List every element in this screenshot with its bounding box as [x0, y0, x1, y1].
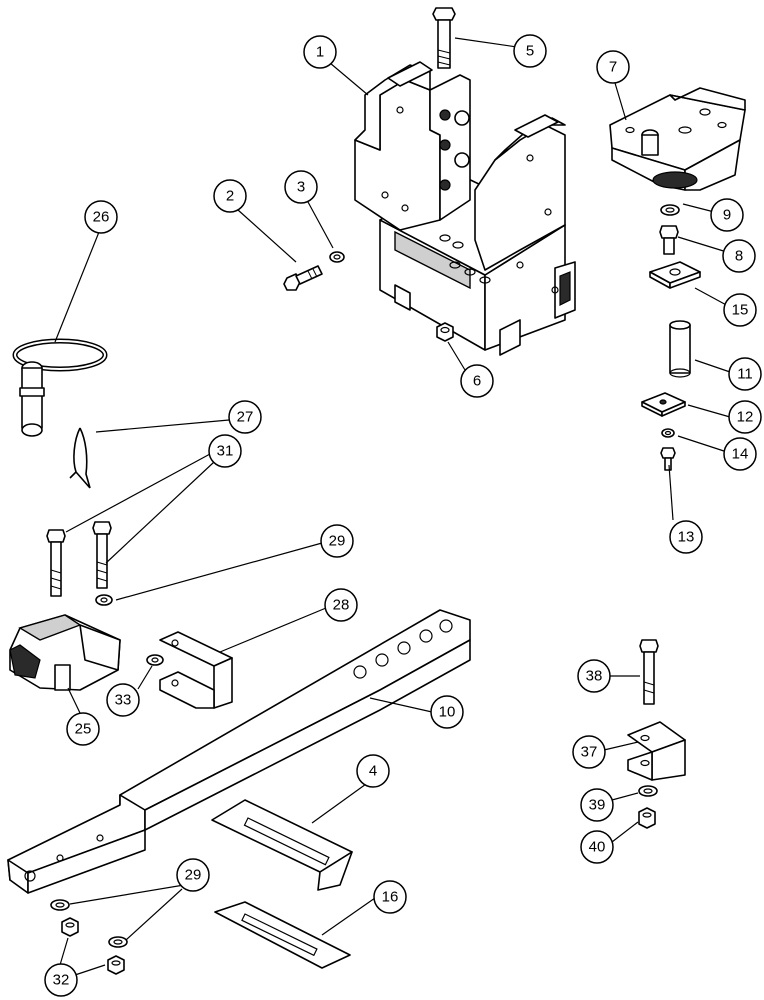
part-10-drawbar	[7, 609, 471, 894]
callout-31: 31	[208, 434, 242, 468]
callout-7-label: 7	[609, 59, 617, 76]
callout-9: 9	[710, 198, 744, 232]
leader-lines	[54, 37, 731, 976]
callout-28-label: 28	[333, 597, 350, 614]
callout-25: 25	[66, 712, 100, 746]
part-25-hitch-jaw	[9, 614, 121, 691]
callout-13: 13	[669, 520, 703, 554]
callout-39-label: 39	[589, 797, 606, 814]
callout-27: 27	[228, 400, 262, 434]
part-14-lock-washer	[661, 428, 675, 438]
callout-6-label: 6	[473, 373, 481, 390]
part-11-pin	[669, 320, 691, 378]
part-29-washer-upper	[95, 594, 113, 606]
callout-29-upper-label: 29	[329, 533, 346, 550]
part-26-hitch-pin	[12, 338, 108, 437]
part-40-nut	[638, 807, 656, 829]
callout-26: 26	[84, 200, 118, 234]
callout-8-label: 8	[735, 248, 743, 265]
callout-10-label: 10	[439, 704, 456, 721]
part-13-small-bolt	[660, 447, 676, 471]
part-38-bolt	[639, 639, 659, 705]
callout-26-label: 26	[93, 209, 110, 226]
callout-1-label: 1	[316, 44, 324, 61]
part-1-hitch-frame	[354, 61, 576, 356]
part-3-washer	[329, 251, 345, 263]
callout-25-label: 25	[75, 721, 92, 738]
callout-10: 10	[430, 695, 464, 729]
callout-27-label: 27	[237, 409, 254, 426]
callout-16-label: 16	[382, 889, 399, 906]
part-4-slotted-plate	[211, 799, 353, 891]
part-12-square-plate	[641, 392, 686, 417]
callout-11: 11	[728, 357, 762, 391]
callout-5: 5	[513, 34, 547, 68]
callout-2-label: 2	[226, 188, 234, 205]
callout-39: 39	[580, 788, 614, 822]
callout-31-label: 31	[217, 443, 234, 460]
callout-40: 40	[580, 830, 614, 864]
callout-33: 33	[106, 683, 140, 717]
callout-6: 6	[460, 364, 494, 398]
part-28-u-bracket	[159, 631, 233, 709]
callout-38-label: 38	[586, 668, 603, 685]
callout-28: 28	[324, 588, 358, 622]
part-16-slotted-plate	[214, 901, 351, 969]
part-2-bolt	[283, 265, 323, 291]
part-9-washer	[660, 204, 680, 216]
callout-32: 32	[44, 963, 78, 997]
callout-15-label: 15	[732, 302, 749, 319]
part-39-washer	[638, 785, 658, 797]
callout-40-label: 40	[589, 839, 606, 856]
part-15-square-plate	[649, 261, 701, 289]
callout-9-label: 9	[723, 207, 731, 224]
part-31-bolts	[46, 521, 112, 597]
callout-15: 15	[723, 293, 757, 327]
callout-12-label: 12	[737, 409, 754, 426]
callout-29-lower: 29	[176, 858, 210, 892]
part-29-washers-lower	[50, 899, 128, 948]
callout-14-label: 14	[732, 446, 749, 463]
part-32-nuts	[61, 917, 125, 975]
part-5-bolt	[432, 7, 456, 69]
callout-29-lower-label: 29	[185, 867, 202, 884]
callout-37-label: 37	[581, 744, 598, 761]
callout-8: 8	[722, 239, 756, 273]
part-7-bracket	[609, 87, 746, 191]
callout-33-label: 33	[115, 692, 132, 709]
callout-16: 16	[373, 880, 407, 914]
callout-4-label: 4	[369, 763, 377, 780]
callout-3-label: 3	[297, 179, 305, 196]
callout-7: 7	[596, 50, 630, 84]
callout-11-label: 11	[737, 366, 753, 383]
part-33-washer	[146, 654, 164, 666]
part-37-u-clip	[627, 721, 686, 781]
part-8-bolt	[659, 225, 679, 255]
callout-32-label: 32	[53, 972, 70, 989]
callout-4: 4	[356, 754, 390, 788]
callout-5-label: 5	[526, 43, 534, 60]
callout-13-label: 13	[678, 529, 695, 546]
callout-3: 3	[284, 170, 318, 204]
part-27-spring-clip	[69, 427, 91, 489]
callout-38: 38	[577, 659, 611, 693]
callout-37: 37	[572, 735, 606, 769]
callout-1: 1	[303, 35, 337, 69]
callout-12: 12	[728, 400, 762, 434]
callout-14: 14	[723, 437, 757, 471]
callout-2: 2	[213, 179, 247, 213]
part-6-nut	[436, 322, 454, 342]
callout-29-upper: 29	[320, 524, 354, 558]
